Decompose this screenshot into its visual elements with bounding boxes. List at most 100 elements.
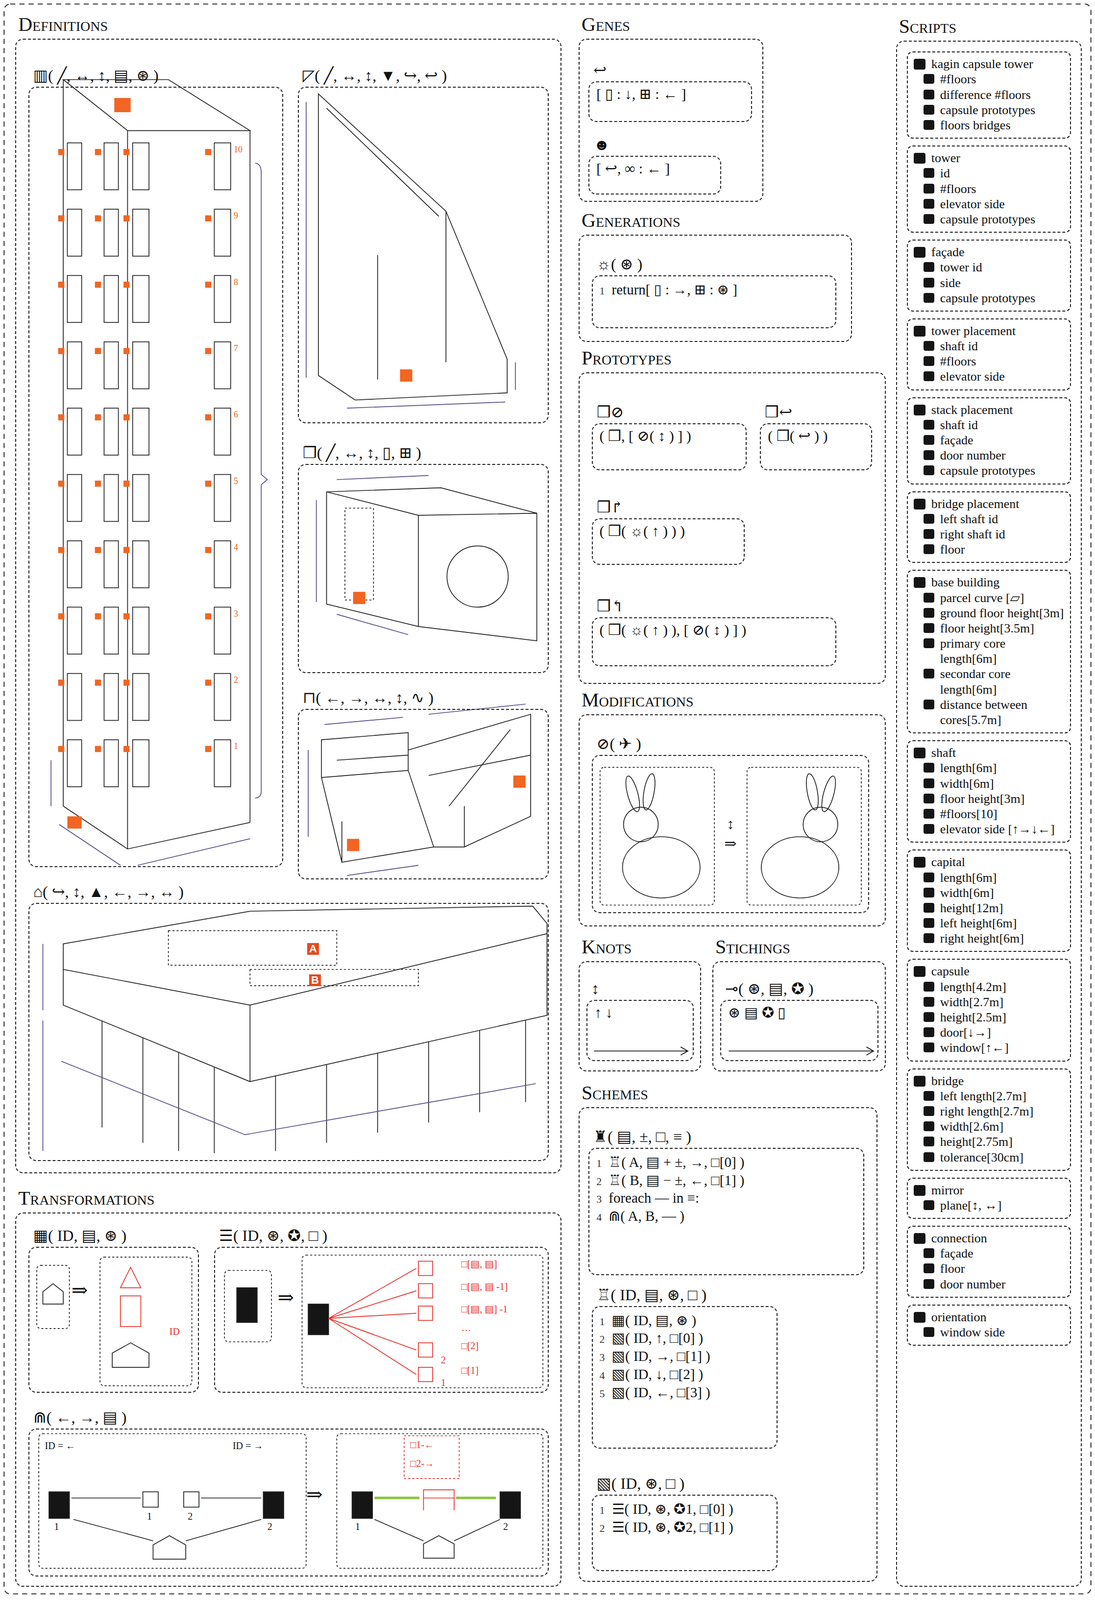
code-line: ▧( ID, →, □[1] ) — [611, 1347, 770, 1365]
section-heading: Genes — [581, 13, 631, 36]
script-text: elevator side [↑→↓←] — [940, 822, 1055, 837]
core-tag: B — [309, 974, 321, 987]
shaft-window — [214, 143, 231, 191]
axis-marker — [205, 148, 212, 155]
section-heading: Modifications — [581, 688, 694, 712]
definition-box: ☻[ ↩, ∞ : ← ] — [588, 155, 722, 195]
id-label: ID = → — [232, 1440, 264, 1451]
axis-marker — [205, 746, 212, 753]
script-icon — [913, 498, 926, 510]
code-box: ♜( ▤, ±, □, ≡ )1♖( A, ▤ + ±, →, □[0] )2♖… — [588, 1147, 864, 1276]
axis-marker — [123, 746, 130, 753]
shaft-window — [103, 408, 119, 456]
script-text: capsule prototypes — [940, 291, 1036, 306]
prototype-index: □[▤, ▤] -1 — [461, 1304, 509, 1314]
illustration-ellipse — [622, 836, 701, 899]
script-item: height[2.5m] — [913, 1009, 1065, 1025]
shaft-window — [67, 540, 82, 588]
illustration-path — [120, 1267, 142, 1289]
script-icon — [923, 89, 935, 100]
script-item: width[2.7m] — [913, 994, 1065, 1010]
script-text: mirror — [931, 1183, 964, 1198]
script-text: door number — [940, 1277, 1006, 1292]
script-box: façadetower idsidecapsule prototypes — [906, 239, 1071, 312]
section-box: Knots↕↑ ↓ — [578, 961, 702, 1072]
script-icon — [923, 450, 935, 461]
definition-box: ▥( ╱, ↔, ↕, ▤, ⊛ ) — [28, 86, 284, 868]
shaft-window — [214, 739, 231, 787]
script-item: #floors — [913, 181, 1065, 197]
script-text: plane[↕, ↔] — [940, 1198, 1002, 1213]
axis-marker — [95, 215, 101, 221]
script-text: width[2.7m] — [940, 995, 1004, 1010]
script-icon — [913, 246, 926, 258]
script-text: capsule — [931, 964, 970, 979]
script-icon — [923, 340, 935, 351]
script-icon — [923, 1136, 935, 1147]
illustration-rect — [352, 1491, 373, 1519]
script-text: #floors — [940, 72, 977, 87]
script-item: floors bridges — [913, 117, 1065, 133]
script-text: window side — [940, 1325, 1005, 1340]
script-item: elevator side [↑→↓←] — [913, 821, 1065, 837]
floor-number: 1 — [233, 741, 239, 751]
illustration-circle — [803, 807, 838, 843]
script-text: right length[2.7m] — [940, 1104, 1034, 1119]
script-text: floor — [940, 1261, 966, 1276]
axis-marker — [205, 546, 212, 553]
script-text: left shaft id — [940, 511, 998, 527]
illustration-path — [308, 704, 526, 876]
illustration-path — [374, 1519, 500, 1541]
bridge-drawing — [308, 704, 531, 876]
script-item: left height[6m] — [913, 915, 1065, 931]
axis-marker — [95, 546, 101, 553]
definition-box: ⋒( ←, →, ▤ ) — [28, 1428, 549, 1577]
script-icon — [923, 902, 935, 913]
shaft-window — [103, 673, 119, 721]
illustration-rect — [3, 3, 1091, 1594]
illustration-rect — [183, 1491, 199, 1508]
signature: ⊸( ⊛, ▤, ✪ ) — [725, 979, 814, 998]
illustration-rect — [418, 1306, 433, 1321]
timeline-arrows — [593, 1046, 874, 1056]
script-item: right shaft id — [913, 526, 1065, 542]
script-icon — [923, 214, 935, 224]
signature: ☻ — [593, 135, 610, 154]
line-number: 4 — [599, 1369, 606, 1383]
script-item: left length[2.7m] — [913, 1088, 1065, 1104]
illustration-path — [321, 732, 434, 863]
definition-box: ↩[ ▯ : ↓, ⊞ : ← ] — [588, 81, 752, 122]
script-text: bridge — [931, 1073, 964, 1089]
code-lines: 1return[ ▯ : →, ⊞ : ⊛ ] — [592, 276, 836, 304]
shaft-window — [214, 607, 231, 655]
script-item: side — [913, 275, 1065, 291]
script-icon — [913, 747, 926, 759]
script-item: tolerance[30cm] — [913, 1149, 1065, 1166]
content: [ ↩, ∞ : ← ] — [589, 156, 721, 181]
definition-box: ▦( ID, ▤, ⊛ ) — [28, 1246, 199, 1393]
shaft-window — [67, 341, 82, 390]
shaft-number: 1 — [53, 1521, 59, 1532]
axis-marker — [58, 414, 65, 421]
signature: ☼( ⊛ ) — [596, 255, 643, 274]
axis-marker — [205, 480, 212, 487]
illustration-path — [400, 369, 413, 382]
floor-number: 6 — [233, 410, 239, 419]
axis-marker — [205, 414, 212, 421]
code-line: ▦( ID, ▤, ⊛ ) — [611, 1312, 770, 1330]
script-text: width[6m] — [940, 885, 995, 901]
capsule-number: 1 — [146, 1511, 152, 1522]
axis-marker — [58, 480, 65, 487]
script-text: base building — [931, 575, 1000, 590]
shaft-window — [132, 607, 149, 655]
illustration-path — [67, 816, 82, 829]
floor-number: 2 — [233, 675, 239, 685]
floor-number: 10 — [233, 145, 243, 154]
illustration-rect — [747, 767, 862, 905]
illustration-rect — [404, 1435, 460, 1479]
shaft-window — [103, 607, 119, 655]
shaft-window — [67, 275, 82, 323]
signature: ⊘( ✈ ) — [596, 734, 642, 754]
shaft-number: 1 — [355, 1521, 361, 1532]
